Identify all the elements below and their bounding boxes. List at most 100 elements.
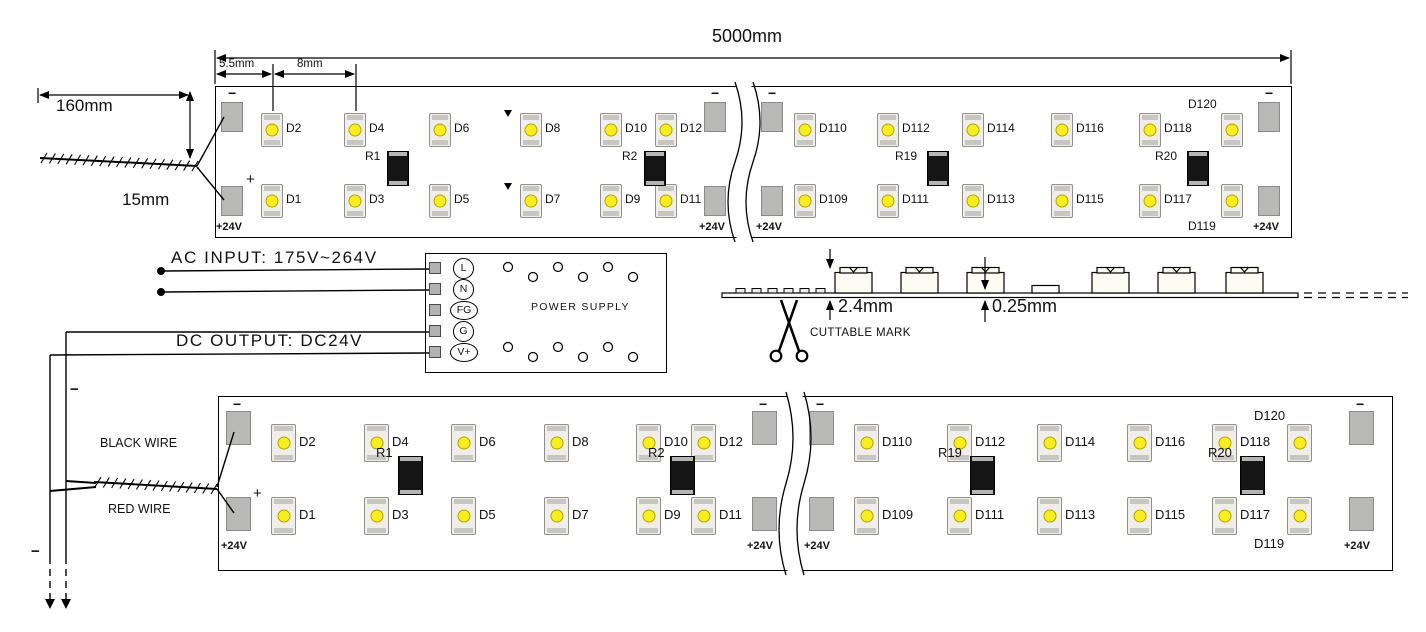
pad-voltage-label: +24V: [756, 221, 782, 233]
ac-input-label: AC INPUT: 175V~264V: [171, 248, 378, 267]
led-chip: [1055, 194, 1069, 208]
led: [636, 497, 661, 535]
led: [794, 184, 816, 218]
led-chip: [604, 194, 618, 208]
hatch: [132, 157, 140, 169]
led-chip: [1293, 509, 1306, 523]
led-chip: [265, 194, 279, 208]
led-chip: [642, 509, 655, 523]
terminal-pin: [429, 346, 441, 358]
led: [1221, 113, 1243, 147]
led: [1139, 184, 1161, 218]
led: [636, 424, 661, 462]
led-chip: [1218, 436, 1231, 450]
profile-led-notch: [1172, 267, 1181, 273]
led-chip: [798, 123, 812, 137]
led-label: D118: [1164, 121, 1192, 135]
led: [877, 113, 899, 147]
profile-led-body: [966, 271, 1005, 294]
led-chip: [1293, 436, 1306, 450]
profile-pad: [799, 288, 810, 294]
led-label: D115: [1076, 192, 1104, 206]
led-label: D6: [454, 121, 470, 135]
profile-led-lens: [1096, 266, 1125, 274]
led: [655, 184, 677, 218]
led-label: D111: [975, 507, 1005, 522]
led-chip: [1133, 436, 1146, 450]
led: [962, 113, 984, 147]
led-label: D113: [1065, 507, 1096, 522]
led-label: D5: [479, 507, 496, 522]
hatch: [174, 159, 182, 171]
solder-pad: [809, 497, 834, 531]
profile-led-body: [900, 271, 939, 294]
hatch: [74, 154, 82, 166]
led-label: D111: [902, 192, 929, 206]
led: [1139, 113, 1161, 147]
led: [544, 424, 569, 462]
solder-pad: [226, 411, 251, 445]
hatch: [107, 156, 115, 167]
led-chip: [550, 509, 563, 523]
wire-arrowhead: [61, 599, 71, 609]
led: [451, 424, 476, 462]
hatch: [169, 481, 177, 492]
dc-output-label: DC OUTPUT: DC24V: [176, 331, 364, 350]
led-chip: [659, 123, 673, 137]
profile-low-component: [1031, 284, 1060, 294]
led-chip: [457, 509, 470, 523]
polarity-mark: [504, 110, 512, 117]
wire-hatch-marks: [94, 476, 218, 495]
led: [271, 424, 296, 462]
led: [520, 184, 542, 218]
hatch: [116, 156, 123, 168]
hatch: [99, 155, 107, 167]
resistor: [644, 151, 666, 186]
led-label: D117: [1164, 192, 1192, 206]
solder-pad: [761, 102, 783, 132]
strip-side-profile: [721, 292, 1408, 299]
profile-led-packages: [834, 266, 1264, 294]
terminal-label: V+: [450, 342, 478, 362]
resistor-label: R20: [1155, 149, 1178, 163]
led-chip: [966, 194, 980, 208]
hatch: [166, 159, 174, 170]
led: [794, 113, 816, 147]
led-chip: [642, 436, 655, 450]
led-chip: [1143, 123, 1157, 137]
led-chip: [697, 436, 710, 450]
hatch: [94, 476, 102, 488]
led-chip: [1043, 509, 1056, 523]
led: [1037, 424, 1062, 462]
led-chip: [524, 194, 538, 208]
led-label: D9: [625, 192, 641, 206]
resistor: [1187, 151, 1209, 186]
hatch: [124, 157, 132, 168]
profile-led-body: [1091, 271, 1130, 294]
led-label: D10: [625, 121, 648, 135]
led-label: D109: [819, 192, 848, 206]
led-label: D3: [392, 507, 409, 522]
pad-voltage-label: +24V: [1253, 221, 1279, 233]
led-label: D1: [299, 507, 316, 522]
profile-led-lens: [971, 266, 1000, 274]
hatch: [144, 479, 152, 491]
led-label: D7: [545, 192, 561, 206]
led: [962, 184, 984, 218]
led-chip: [1043, 436, 1056, 450]
led-label: D110: [882, 434, 913, 449]
led-label: D2: [299, 434, 316, 449]
pad-minus-label: −: [233, 396, 242, 412]
polarity-mark: [504, 183, 512, 190]
solder-pad: [226, 497, 251, 531]
hatch: [141, 158, 149, 169]
led-chip: [277, 436, 290, 450]
solder-pad: [752, 411, 777, 445]
led-chip: [433, 123, 447, 137]
scissors-icon: [769, 299, 809, 363]
terminal-pin: [429, 283, 441, 295]
hatch: [65, 154, 73, 165]
hatch: [183, 160, 191, 171]
led: [947, 424, 972, 462]
